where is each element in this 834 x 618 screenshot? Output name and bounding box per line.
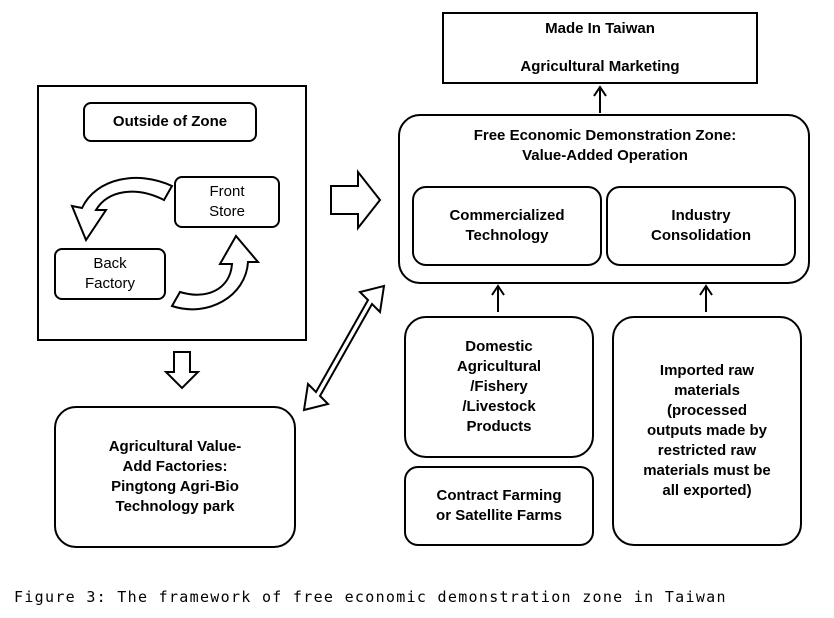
- front-store-line1: Front: [209, 183, 245, 200]
- domestic-line2: Agricultural: [456, 358, 542, 375]
- industry-consolidation-box: Industry Consolidation: [606, 186, 796, 266]
- factories-line2: Add Factories:: [122, 458, 228, 475]
- domestic-products-box: Domestic Agricultural /Fishery /Livestoc…: [404, 316, 594, 458]
- arrow-domestic-to-zone: [491, 284, 505, 312]
- imported-line1: Imported raw: [659, 362, 755, 379]
- fedz-title-line2: Value-Added Operation: [522, 147, 688, 164]
- imported-line3: (processed: [666, 402, 748, 419]
- hollow-down-arrow: [163, 351, 201, 390]
- industry-line1: Industry: [671, 207, 731, 224]
- imported-line6: materials must be: [643, 462, 771, 479]
- made-in-taiwan-label: Made In Taiwan: [545, 20, 655, 37]
- commercialized-line1: Commercialized: [449, 207, 565, 224]
- imported-line5: restricted raw: [657, 442, 757, 459]
- commercialized-technology-box: Commercialized Technology: [412, 186, 602, 266]
- factories-line1: Agricultural Value-: [108, 438, 242, 455]
- commercialized-line2: Technology: [465, 227, 549, 244]
- outside-zone-container: [37, 85, 307, 341]
- fedz-title-line1: Free Economic Demonstration Zone:: [473, 127, 737, 144]
- factories-line3: Pingtong Agri-Bio: [111, 478, 239, 495]
- double-diagonal-arrow: [302, 284, 386, 412]
- curved-arrow-top: [70, 176, 174, 243]
- domestic-line1: Domestic: [465, 338, 533, 355]
- contract-line2: or Satellite Farms: [436, 507, 562, 524]
- outside-zone-title: Outside of Zone: [112, 113, 228, 130]
- back-factory-line2: Factory: [84, 275, 135, 292]
- front-store-box: Front Store: [174, 176, 280, 228]
- figure-caption: Figure 3: The framework of free economic…: [14, 588, 727, 606]
- back-factory-line1: Back: [93, 255, 127, 272]
- contract-farming-box: Contract Farming or Satellite Farms: [404, 466, 594, 546]
- curved-arrow-bottom: [170, 234, 261, 311]
- industry-line2: Consolidation: [651, 227, 751, 244]
- imported-line2: materials: [674, 382, 740, 399]
- contract-line1: Contract Farming: [436, 487, 562, 504]
- imported-line4: outputs made by: [646, 422, 767, 439]
- back-factory-box: Back Factory: [54, 248, 166, 300]
- imported-line7: all exported): [662, 482, 752, 499]
- outside-zone-title-box: Outside of Zone: [83, 102, 257, 142]
- arrow-to-marketing: [593, 85, 607, 113]
- front-store-line2: Store: [209, 203, 245, 220]
- agricultural-marketing-label: Agricultural Marketing: [520, 58, 680, 75]
- arrow-imported-to-zone: [699, 284, 713, 312]
- hollow-right-arrow: [330, 169, 382, 231]
- factories-line4: Technology park: [115, 498, 235, 515]
- value-add-factories-box: Agricultural Value- Add Factories: Pingt…: [54, 406, 296, 548]
- domestic-line3: /Fishery: [470, 378, 528, 395]
- domestic-line5: Products: [466, 418, 532, 435]
- fedz-title: Free Economic Demonstration Zone: Value-…: [420, 126, 790, 166]
- made-in-taiwan-box: Made In Taiwan Agricultural Marketing: [442, 12, 758, 84]
- imported-materials-box: Imported raw materials (processed output…: [612, 316, 802, 546]
- domestic-line4: /Livestock: [462, 398, 536, 415]
